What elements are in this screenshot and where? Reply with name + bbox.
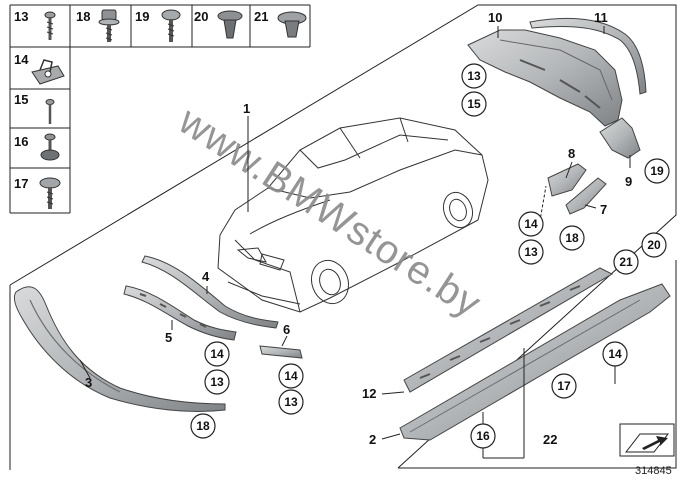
circled-callout-20: 20 bbox=[647, 238, 661, 252]
legend-number-13: 13 bbox=[14, 9, 28, 24]
circled-callout-14: 14 bbox=[284, 369, 298, 383]
diagram-number: 314845 bbox=[635, 465, 672, 477]
legend-number-21: 21 bbox=[254, 9, 268, 24]
rear-trim-strip-part bbox=[529, 17, 647, 95]
push-clip-icon bbox=[277, 11, 307, 38]
legend-number-15: 15 bbox=[14, 92, 28, 107]
side-skirt-part-2 bbox=[399, 283, 671, 441]
circled-callout-14: 14 bbox=[210, 347, 224, 361]
callout-22: 22 bbox=[543, 432, 557, 447]
arrow-icon bbox=[642, 436, 668, 450]
callout-1: 1 bbox=[243, 101, 250, 116]
callout-9: 9 bbox=[625, 174, 632, 189]
fastener-legend bbox=[9, 4, 311, 214]
expanding-nut-icon bbox=[40, 133, 60, 161]
front-trim-part-4 bbox=[141, 255, 279, 329]
callout-10: 10 bbox=[488, 10, 502, 25]
reflector-part-8 bbox=[547, 163, 587, 197]
circled-callout-18: 18 bbox=[196, 419, 210, 433]
circled-callout-14: 14 bbox=[608, 347, 622, 361]
flange-screw-icon bbox=[39, 177, 61, 209]
legend-number-19: 19 bbox=[135, 9, 149, 24]
circled-callout-21: 21 bbox=[619, 255, 633, 269]
circled-callout-18: 18 bbox=[565, 231, 579, 245]
callout-8: 8 bbox=[568, 146, 575, 161]
circled-callout-13: 13 bbox=[524, 245, 538, 259]
orientation-box bbox=[619, 423, 675, 457]
legend-number-18: 18 bbox=[76, 9, 90, 24]
assembly-frame bbox=[9, 4, 677, 470]
circled-callout-16: 16 bbox=[476, 429, 490, 443]
callout-2: 2 bbox=[369, 432, 376, 447]
callout-5: 5 bbox=[165, 330, 172, 345]
expanding-rivet-icon bbox=[217, 10, 243, 39]
legend-number-14: 14 bbox=[14, 52, 29, 67]
circled-callout-13: 13 bbox=[467, 69, 481, 83]
callout-circles bbox=[190, 63, 670, 449]
watermark-text: www.BMWstore.by bbox=[170, 98, 489, 326]
circled-callout-13: 13 bbox=[210, 375, 224, 389]
side-sill-inner-part-12 bbox=[403, 267, 614, 393]
spring-nut-icon bbox=[31, 59, 65, 85]
front-trim-part-5 bbox=[123, 285, 237, 341]
callout-11: 11 bbox=[594, 10, 608, 25]
callout-7: 7 bbox=[600, 202, 607, 217]
vehicle-outline bbox=[217, 117, 489, 313]
legend-number-17: 17 bbox=[14, 176, 28, 191]
circled-callout-13: 13 bbox=[284, 395, 298, 409]
circled-callout-17: 17 bbox=[557, 379, 571, 393]
hex-bolt-icon bbox=[98, 9, 120, 42]
thin-screw-icon bbox=[45, 99, 55, 124]
legend-number-16: 16 bbox=[14, 134, 28, 149]
callout-12: 12 bbox=[362, 386, 376, 401]
legend-number-20: 20 bbox=[194, 9, 208, 24]
front-spoiler-part-3 bbox=[13, 286, 226, 412]
front-strip-part-6 bbox=[259, 345, 303, 359]
callout-4: 4 bbox=[202, 269, 210, 284]
rear-bracket-part bbox=[599, 117, 641, 159]
screw-icon bbox=[44, 11, 56, 40]
rear-diffuser-part bbox=[467, 29, 623, 127]
reflector-part-7 bbox=[565, 177, 607, 215]
callout-6: 6 bbox=[283, 322, 290, 337]
circled-callout-15: 15 bbox=[467, 97, 481, 111]
circled-callout-14: 14 bbox=[524, 217, 538, 231]
circled-callout-19: 19 bbox=[650, 164, 664, 178]
pan-screw-icon bbox=[161, 9, 181, 42]
callout-3: 3 bbox=[85, 375, 92, 390]
